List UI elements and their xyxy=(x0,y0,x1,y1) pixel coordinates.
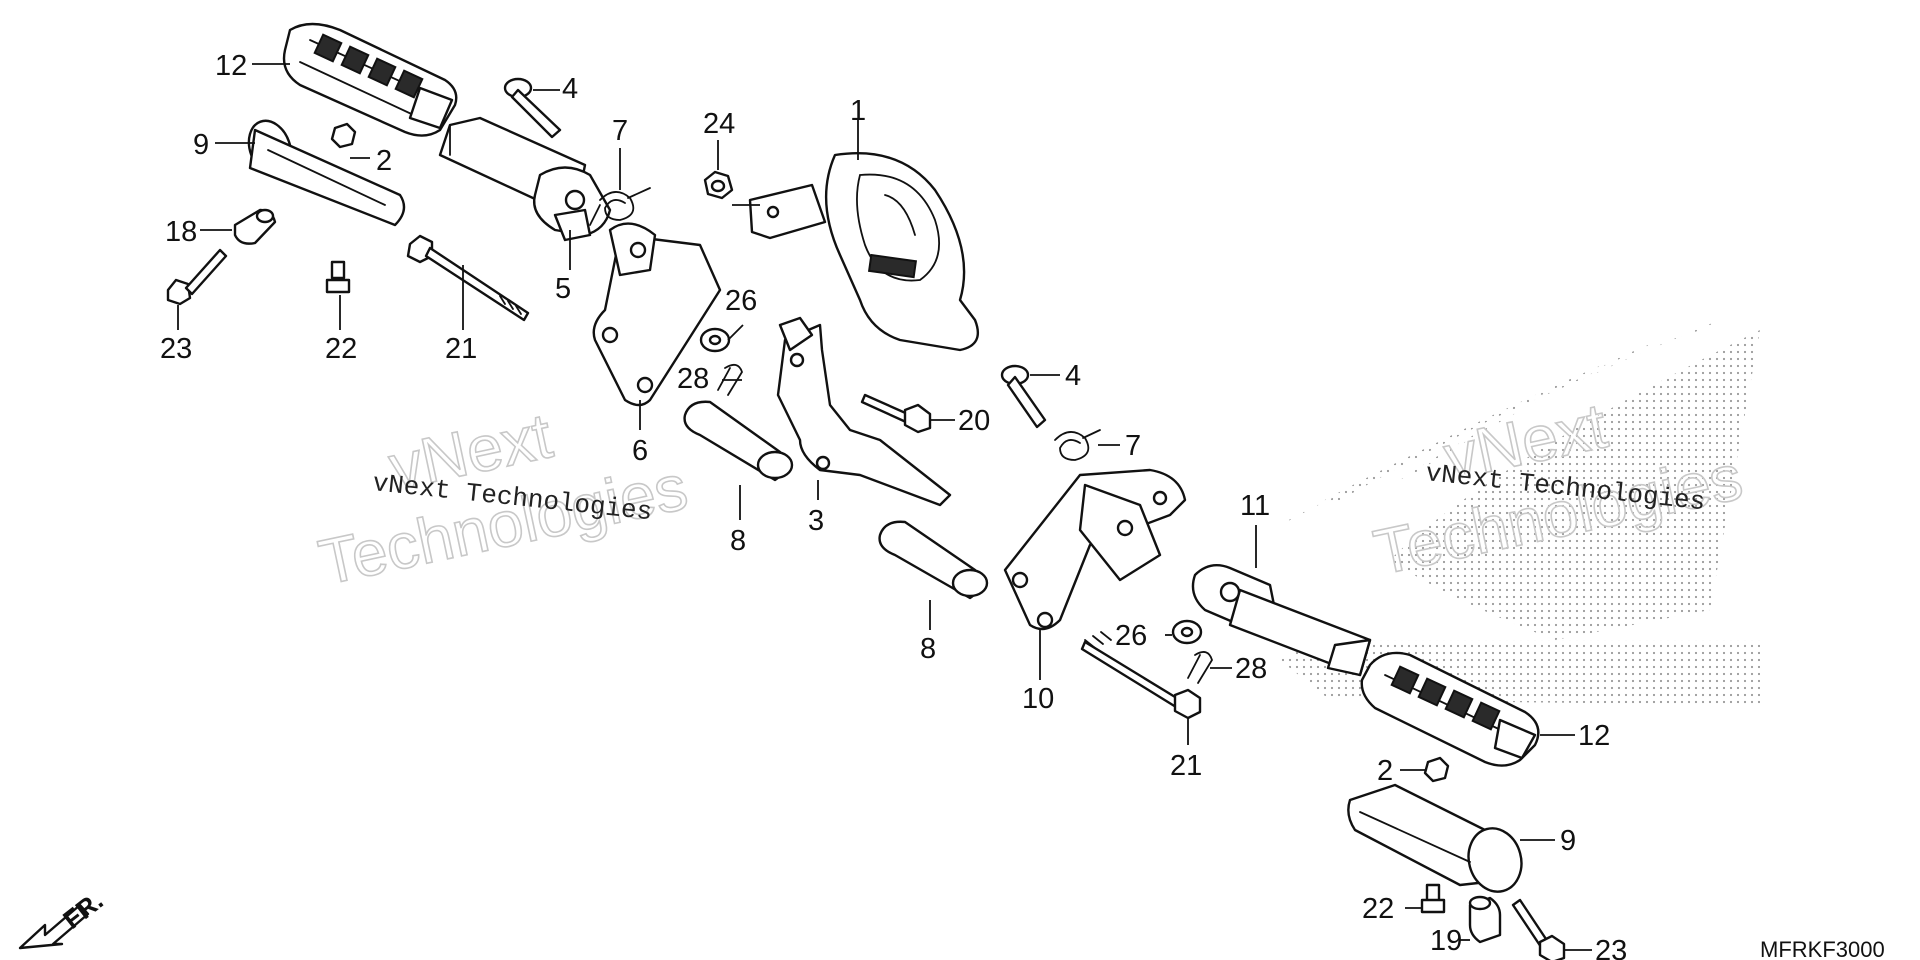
footpeg-rubber-left xyxy=(282,22,458,137)
footpeg-cover-right xyxy=(1347,783,1523,893)
torsion-spring-7-right xyxy=(1054,429,1101,461)
callout-9-left: 9 xyxy=(193,129,209,161)
torsion-spring-7-left xyxy=(589,187,651,226)
bracket-3 xyxy=(776,316,952,507)
front-direction-indicator: FR. xyxy=(18,885,109,950)
collar-18 xyxy=(233,208,277,245)
clevis-pin-4-left xyxy=(503,77,562,139)
callout-19: 19 xyxy=(1430,925,1462,957)
callout-numbers: 12 9 2 18 23 22 21 4 5 7 6 1 24 26 28 3 … xyxy=(160,50,1627,960)
front-arrow-icon xyxy=(18,903,90,950)
collar-sleeve-8-upper xyxy=(683,400,794,482)
footpeg-arm-left xyxy=(438,116,612,237)
diagram-code: MFRKF3000 xyxy=(1760,937,1885,960)
callout-4-right: 4 xyxy=(1065,360,1081,392)
bolt-20 xyxy=(860,393,932,434)
callout-28-left: 28 xyxy=(677,363,709,395)
callout-8-upper: 8 xyxy=(730,525,746,557)
callout-22-left: 22 xyxy=(325,333,357,365)
footpeg-cover-left xyxy=(247,119,406,227)
callout-4-left: 4 xyxy=(562,73,578,105)
callout-11: 11 xyxy=(1240,490,1270,522)
callout-1: 1 xyxy=(850,95,866,127)
callout-7-left: 7 xyxy=(612,115,628,147)
horn-1 xyxy=(748,151,980,352)
clevis-pin-4-right xyxy=(1000,364,1047,429)
callout-24: 24 xyxy=(703,108,735,140)
collar-19 xyxy=(1468,895,1502,944)
callout-18: 18 xyxy=(165,216,197,248)
bolt-22-left xyxy=(325,260,351,294)
callout-12-right: 12 xyxy=(1578,720,1610,752)
callout-23-right: 23 xyxy=(1595,935,1627,960)
callout-8-lower: 8 xyxy=(920,633,936,665)
callout-26-left: 26 xyxy=(725,285,757,317)
callout-10: 10 xyxy=(1022,683,1054,715)
footpeg-rubber-right xyxy=(1360,651,1540,767)
retainer-5 xyxy=(553,208,592,242)
callout-6: 6 xyxy=(632,435,648,467)
callout-9-right: 9 xyxy=(1560,825,1576,857)
small-nut-left xyxy=(330,122,357,149)
callout-7-right: 7 xyxy=(1125,430,1141,462)
bracket-6 xyxy=(592,222,722,407)
long-bolt-21-right xyxy=(1080,631,1202,720)
callout-2-left: 2 xyxy=(376,145,392,177)
callout-21-left: 21 xyxy=(445,333,477,365)
bolt-23-right xyxy=(1511,898,1566,960)
callout-20: 20 xyxy=(958,405,990,437)
leader-lines xyxy=(177,63,1592,951)
footpeg-arm-right xyxy=(1191,564,1372,677)
bolt-23-left xyxy=(166,248,228,306)
cotter-pin-28-right xyxy=(1187,651,1213,684)
callout-22-right: 22 xyxy=(1362,893,1394,925)
bracket-10 xyxy=(1003,468,1187,631)
callout-5: 5 xyxy=(555,273,571,305)
cotter-pin-28-left xyxy=(717,363,743,396)
callout-12-left: 12 xyxy=(215,50,247,82)
washer-26-left xyxy=(699,327,731,353)
callout-26-right: 26 xyxy=(1115,620,1147,652)
bolt-22-right xyxy=(1420,883,1446,914)
small-nut-right xyxy=(1423,756,1450,783)
callout-21-right: 21 xyxy=(1170,750,1202,782)
watermark-left: vNext Technologies vNext Technologies xyxy=(312,398,694,599)
long-bolt-21-left xyxy=(406,234,530,322)
washer-26-right xyxy=(1171,619,1203,645)
callout-28-right: 28 xyxy=(1235,653,1267,685)
flange-nut-24 xyxy=(703,170,734,200)
callout-23-left: 23 xyxy=(160,333,192,365)
callout-2-right: 2 xyxy=(1377,755,1393,787)
callout-3: 3 xyxy=(808,505,824,537)
collar-sleeve-8-lower xyxy=(878,520,989,600)
